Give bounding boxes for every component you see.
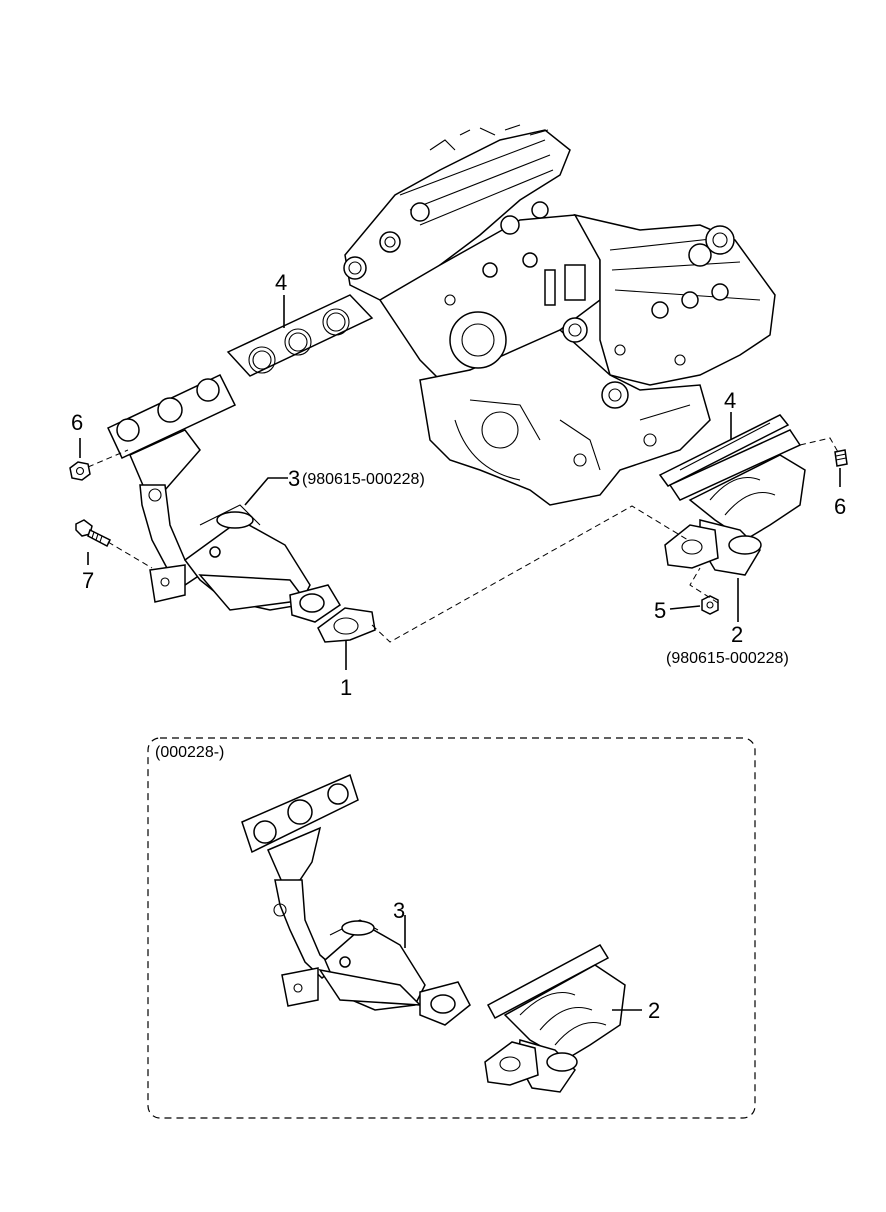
left-manifold-gasket	[226, 294, 374, 377]
dashed-link-gasket-to-right-manifold	[371, 505, 689, 643]
dashed-link-stud-right	[799, 437, 839, 453]
engine-block	[343, 124, 776, 506]
callout-6-left: 6	[71, 410, 83, 435]
inset-left-exhaust-manifold	[241, 773, 471, 1026]
callout-2: 2	[731, 622, 743, 647]
callout-3-date-range: (980615-000228)	[302, 471, 425, 488]
flange-gasket	[317, 607, 376, 643]
callout-4-right: 4	[724, 388, 736, 413]
nut-right	[701, 595, 719, 615]
callout-4-left: 4	[275, 270, 287, 295]
callout-1: 1	[340, 675, 352, 700]
inset-callout-2: 2	[648, 998, 660, 1023]
callout-2-date-range: (980615-000228)	[666, 650, 789, 667]
inset-right-exhaust-manifold	[484, 944, 626, 1093]
leader-lines	[79, 295, 841, 670]
callout-5: 5	[654, 598, 666, 623]
callout-7: 7	[82, 568, 94, 593]
dashed-link-bolt	[107, 541, 153, 569]
right-manifold-gasket	[658, 414, 790, 487]
inset-callout-3: 3	[393, 898, 405, 923]
inset-panel: (000228-)	[147, 737, 756, 1119]
callout-3: 3	[288, 466, 300, 491]
dashed-link-nut-left	[87, 449, 129, 468]
inset-range-label: (000228-)	[155, 744, 224, 761]
bolt-left	[75, 519, 112, 548]
callout-6-right: 6	[834, 494, 846, 519]
nut-left	[69, 461, 91, 481]
left-exhaust-manifold	[107, 374, 342, 623]
dashed-link-nut-right	[689, 567, 719, 604]
stud-right	[834, 449, 848, 467]
inset-border	[147, 737, 756, 1119]
